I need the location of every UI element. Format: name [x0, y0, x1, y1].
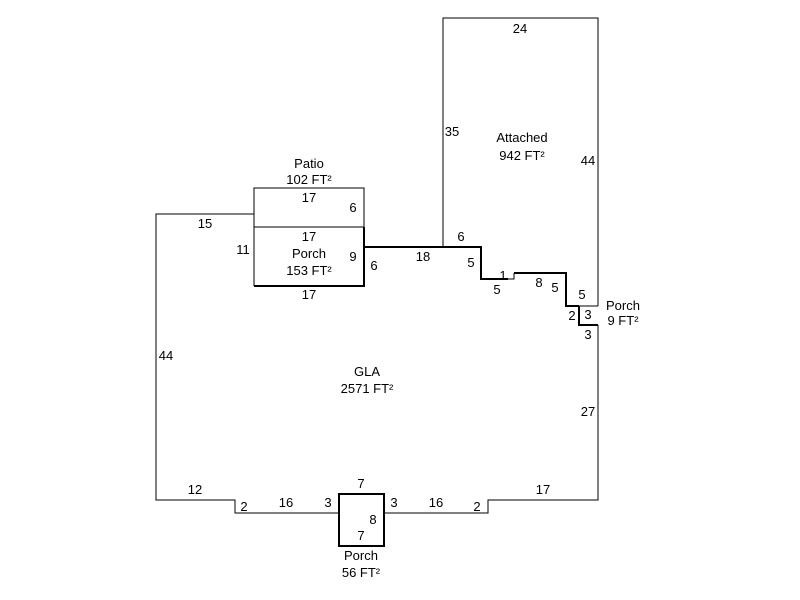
- dim-label: 6: [349, 200, 356, 215]
- small-porch-area: 9 FT²: [607, 313, 639, 328]
- patio-outline: [253, 187, 365, 228]
- dim-label: 6: [370, 258, 377, 273]
- gla-step: [508, 273, 515, 280]
- attached-label: Attached: [496, 130, 547, 145]
- dim-label: 5: [467, 255, 474, 270]
- dim-label: 9: [349, 249, 356, 264]
- dim-label: 44: [159, 348, 173, 363]
- porch-area: 153 FT²: [286, 263, 332, 278]
- attached-outline: [442, 17, 599, 306]
- gla-attached-wall-2: [514, 272, 579, 307]
- gla-area: 2571 FT²: [341, 381, 394, 396]
- dim-label: 8: [369, 512, 376, 527]
- dim-label: 3: [324, 495, 331, 510]
- bottom-porch-label: Porch: [344, 548, 378, 563]
- dim-label: 5: [578, 287, 585, 302]
- gla-label: GLA: [354, 364, 380, 379]
- dim-label: 3: [584, 327, 591, 342]
- dim-label: 17: [536, 482, 550, 497]
- dim-label: 5: [493, 282, 500, 297]
- dim-label: 17: [302, 229, 316, 244]
- porch-outline: [254, 227, 365, 287]
- dim-label: 7: [357, 528, 364, 543]
- dim-label: 2: [568, 308, 575, 323]
- dim-label: 12: [188, 482, 202, 497]
- dim-label: 8: [535, 275, 542, 290]
- patio-label: Patio: [294, 156, 324, 171]
- dim-label: 1: [499, 268, 506, 283]
- gla-outline: [155, 213, 339, 514]
- dim-label: 44: [581, 153, 595, 168]
- dim-label: 11: [236, 242, 250, 257]
- dim-label: 27: [581, 404, 595, 419]
- dim-label: 17: [302, 190, 316, 205]
- dim-label: 2: [240, 499, 247, 514]
- dim-label: 35: [445, 124, 459, 139]
- gla-attached-wall: [364, 246, 508, 280]
- dim-label: 17: [302, 287, 316, 302]
- small-porch-label: Porch: [606, 298, 640, 313]
- dim-label: 3: [390, 495, 397, 510]
- small-porch-outline: [578, 306, 598, 326]
- bottom-porch-outline: [338, 493, 385, 547]
- porch-label: Porch: [292, 246, 326, 261]
- dim-label: 6: [457, 229, 464, 244]
- gla-outline-bottom-right: [384, 325, 599, 514]
- dim-label: 24: [513, 21, 527, 36]
- dim-label: 7: [357, 476, 364, 491]
- attached-area: 942 FT²: [499, 148, 545, 163]
- bottom-porch-area: 56 FT²: [342, 565, 381, 580]
- dim-label: 15: [198, 216, 212, 231]
- dim-label: 5: [551, 280, 558, 295]
- dim-label: 16: [279, 495, 293, 510]
- dim-label: 16: [429, 495, 443, 510]
- dim-label: 3: [584, 307, 591, 322]
- patio-area: 102 FT²: [286, 172, 332, 187]
- dim-label: 2: [473, 499, 480, 514]
- dim-label: 18: [416, 249, 430, 264]
